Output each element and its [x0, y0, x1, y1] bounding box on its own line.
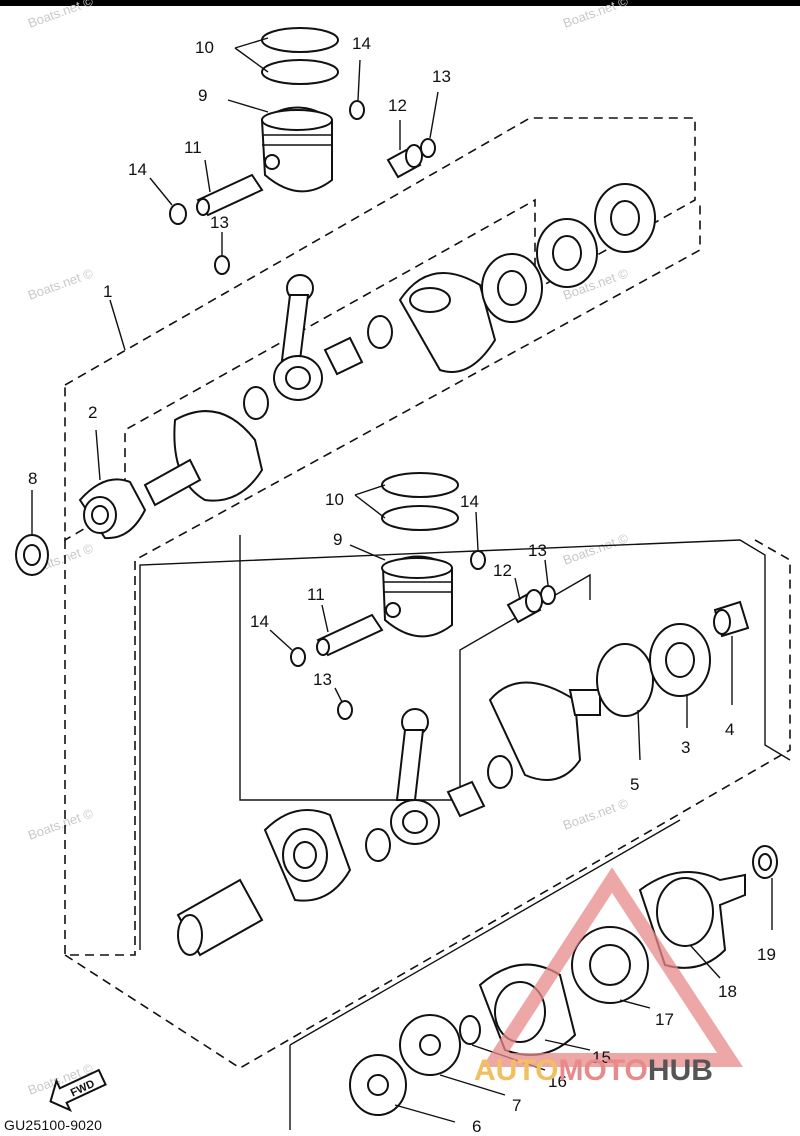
crank-assembly-outline-lower [64, 200, 701, 956]
circlip-14-lower-right [470, 550, 486, 570]
watermark-text: Boats.net © [561, 0, 631, 31]
circlip-13-lower-right [540, 585, 556, 605]
connecting-rod-upper [273, 274, 323, 401]
brand-part-1: AUTO [474, 1054, 559, 1087]
bearing-upper-2 [594, 183, 656, 253]
watermark-text: Boats.net © [561, 795, 631, 833]
watermark-text: Boats.net © [26, 805, 96, 843]
crank-web-upper [398, 272, 497, 373]
crank-assembly-outline-bottom [64, 539, 791, 1069]
oil-seal-8 [15, 534, 49, 576]
leader-lines [31, 37, 773, 1123]
callout-14-lower-left: 14 [250, 612, 269, 631]
connecting-rod-lower [390, 708, 440, 845]
callout-numbers: 10 9 14 13 12 11 14 13 1 2 8 10 9 14 13 … [28, 34, 776, 1136]
callout-9-lower: 9 [333, 530, 342, 549]
callout-13-lower-right: 13 [528, 541, 547, 560]
callout-11-lower: 11 [307, 585, 325, 604]
top-border [0, 0, 800, 6]
piston-pin-11-upper [196, 173, 264, 217]
brand-triangle-logo [482, 867, 743, 1067]
watermark-text: Boats.net © [561, 530, 631, 568]
callout-18: 18 [718, 982, 737, 1001]
brand-watermark: AUTOMOTOHUB [474, 1054, 713, 1088]
callout-13-upper-right: 13 [432, 67, 451, 86]
thrust-washer-upper [243, 386, 269, 420]
crank-shaft-end [176, 878, 264, 957]
crank-pin-upper [323, 336, 364, 376]
piston-9-lower [381, 555, 453, 638]
watermark-text: Boats.net © [26, 0, 96, 31]
callout-13-lower-left: 13 [313, 670, 332, 689]
piston-pin-11-lower [316, 613, 384, 657]
callout-15: 15 [592, 1048, 611, 1067]
callout-3: 3 [681, 738, 690, 757]
crank-web-lower [488, 681, 601, 781]
circlip-14-upper-right [349, 100, 365, 120]
bearing-upper-1 [481, 253, 543, 323]
callout-19: 19 [757, 945, 776, 964]
needle-bearing-12-lower [506, 589, 543, 624]
o-ring-16 [459, 1015, 481, 1045]
callout-13-upper-left: 13 [210, 213, 229, 232]
thrust-washer-lower [365, 828, 391, 862]
collar-4 [713, 600, 750, 638]
callout-16: 16 [548, 1072, 567, 1091]
circlip-5 [596, 643, 654, 717]
callout-6: 6 [472, 1117, 481, 1136]
circlip-13-upper-left [214, 255, 230, 275]
brand-part-2: MOTO [558, 1054, 648, 1087]
callout-14-lower-right: 14 [460, 492, 479, 511]
callout-4: 4 [725, 720, 734, 739]
oil-seal-upper [536, 218, 598, 288]
rotor-17 [571, 926, 649, 1004]
piston-9-upper [260, 106, 333, 193]
callout-5: 5 [630, 775, 639, 794]
piston-ring-10-lower [381, 472, 459, 531]
document-code: GU25100-9020 [4, 1117, 103, 1133]
callout-12-lower: 12 [493, 561, 512, 580]
bottom-parts-box [289, 819, 681, 1130]
washer-upper [367, 315, 393, 349]
outer-lower-box [139, 539, 791, 950]
washer-lower [487, 755, 513, 789]
brand-part-3: HUB [647, 1054, 713, 1087]
callout-10-lower: 10 [325, 490, 344, 509]
watermark-text: Boats.net © [26, 265, 96, 303]
callout-1: 1 [103, 282, 112, 301]
callout-10-upper: 10 [195, 38, 214, 57]
crank-web-left [143, 410, 264, 507]
washer-7 [399, 1014, 461, 1076]
callout-7: 7 [512, 1096, 521, 1115]
main-bearing-2 [78, 478, 147, 540]
bearing-3 [649, 623, 711, 697]
crank-pin-lower [446, 780, 486, 818]
callout-14-upper-left: 14 [128, 160, 147, 179]
callout-11-upper: 11 [184, 138, 202, 157]
cap-6 [349, 1054, 407, 1116]
callout-2: 2 [88, 403, 97, 422]
drive-housing-18 [638, 871, 746, 969]
spacer-19 [752, 845, 778, 879]
center-bearing [263, 809, 352, 902]
circlip-14-lower-left [290, 647, 306, 667]
circlip-14-upper-left [169, 203, 187, 225]
callout-17: 17 [655, 1010, 674, 1029]
callout-8: 8 [28, 469, 37, 488]
needle-bearing-12-upper [386, 144, 423, 179]
inner-cylinder-box [239, 535, 591, 801]
circlip-13-lower-left [337, 700, 353, 720]
callout-12-upper: 12 [388, 96, 407, 115]
callout-14-upper-right: 14 [352, 34, 371, 53]
piston-ring-10-upper [261, 27, 339, 85]
callout-9-upper: 9 [198, 86, 207, 105]
circlip-13-upper-right [420, 138, 436, 158]
